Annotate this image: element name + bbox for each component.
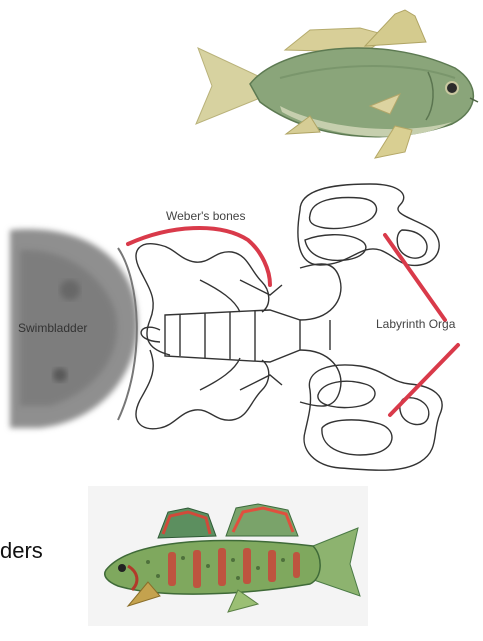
darter-fish-illustration — [88, 486, 368, 626]
webers-bones-annotation-arc — [128, 228, 270, 285]
weberian-apparatus-diagram: Weber's bones Swimbladder Labyrinth Orga — [0, 170, 483, 480]
caption-text: ders — [0, 538, 43, 564]
webers-bones-label: Weber's bones — [166, 209, 245, 223]
labyrinth-lower-pointer — [390, 345, 458, 415]
upper-labyrinth-chamber — [298, 184, 439, 265]
swimbladder-label: Swimbladder — [18, 321, 87, 335]
labyrinth-upper-pointer — [385, 235, 445, 320]
drum-fish-illustration — [190, 6, 483, 164]
labyrinth-organ-label: Labyrinth Orga — [376, 317, 456, 331]
